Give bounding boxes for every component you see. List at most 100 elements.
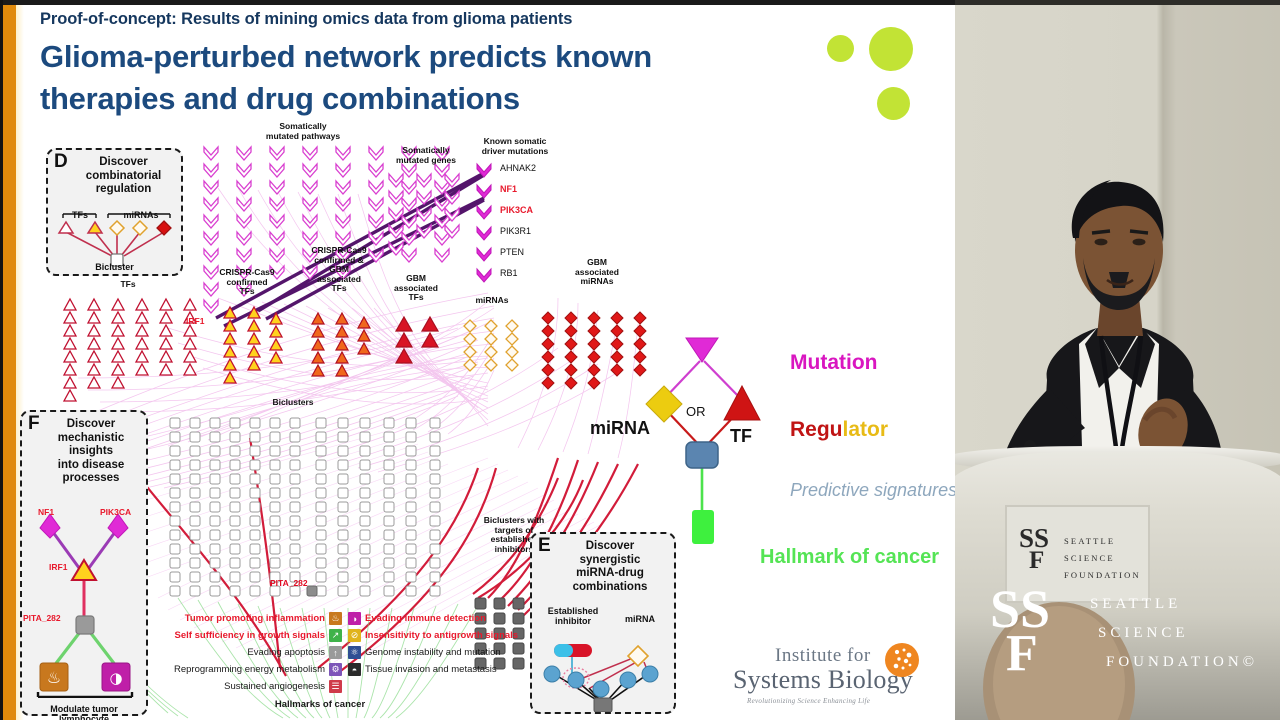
slide-accent-bar — [3, 5, 16, 720]
video-top-edge — [955, 0, 1280, 5]
driver-mutation-3: PIK3R1 — [500, 226, 532, 236]
panel-e-discover-synergistic-combinations: E Discover synergistic miRNA-drug combin… — [530, 532, 676, 714]
slide-left-edge — [0, 0, 3, 720]
panel-d-label-mirnas: miRNAs — [123, 210, 159, 220]
plaque-line2: SCIENCE — [1064, 553, 1115, 563]
driver-mutation-2: PIK3CA — [500, 205, 534, 215]
isb-logo-tagline: Revolutionizing Science Enhancing Life — [747, 697, 871, 705]
panel-f-node-pik3ca: PIK3CA — [100, 507, 132, 517]
driver-mutation-5: RB1 — [500, 268, 518, 278]
label-tfs: TFs — [120, 279, 136, 289]
label-crispr-confirmed-gbm-tfs: CRISPR-Cas9 confirmed & GBM associated T… — [311, 245, 367, 294]
watermark-line2: SCIENCE — [1098, 625, 1189, 641]
label-mirnas: miRNAs — [475, 295, 509, 305]
watermark-monogram-ss: SS — [990, 579, 1051, 639]
panel-e-label-mirna: miRNA — [624, 614, 655, 624]
legend-hallmark-label: Hallmark of cancer — [760, 546, 939, 568]
panel-f-discover-mechanistic-insights: F Discover mechanistic insights into dis… — [20, 410, 148, 720]
label-gbm-associated-tfs: GBM associated TFs — [394, 273, 438, 303]
legend-regulator-label: Regulator — [790, 418, 888, 442]
panel-f-bottom-label: Modulate tumor lymphocyte invasion — [50, 704, 118, 720]
hallmarks-legend: Tumor promoting inflammation ♨ Self suff… — [150, 610, 530, 710]
podium-plaque: SS F SEATTLE SCIENCE FOUNDATION — [1005, 505, 1150, 603]
label-known-somatic-driver-mutations: Known somatic driver mutations — [481, 136, 549, 156]
svg-text:♨: ♨ — [47, 668, 61, 687]
decorative-dot-small — [827, 35, 854, 62]
label-crispr-confirmed-tfs: CRISPR-Cas9 confirmed TFs — [219, 267, 275, 297]
genome-instability-icon: ⚛ — [348, 646, 361, 659]
panel-d-title: Discover combinatorial regulation — [85, 156, 162, 196]
seattle-science-foundation-watermark: SS F SEATTLE SCIENCE FOUNDATION© — [990, 579, 1280, 698]
panel-d-label-tfs: TFs — [71, 210, 88, 220]
plaque-monogram-f: F — [1029, 547, 1045, 574]
slide-accent-fade — [16, 5, 24, 720]
audience-head — [983, 602, 1135, 720]
hallmark-row: ◑ Evading immune detection — [348, 610, 530, 627]
panel-e-label-established-inhibitor: Established inhibitor — [547, 606, 599, 627]
metabolism-icon: ⚙ — [329, 663, 342, 676]
speaker-video[interactable]: SS F SEATTLE SCIENCE FOUNDATION SS F SEA… — [955, 0, 1280, 720]
panel-f-title: Discover mechanistic insights into disea… — [57, 418, 125, 485]
driver-mutation-0: AHNAK2 — [500, 163, 537, 173]
panel-f-node-nf1: NF1 — [38, 507, 55, 517]
hallmark-label-5: Evading immune detection — [365, 613, 486, 624]
isb-logo-line1: Institute for — [775, 645, 871, 666]
panel-f-letter: F — [28, 413, 40, 434]
panel-d-letter: D — [54, 151, 68, 172]
panel-d-discover-combinatorial-regulation: D Discover combinatorial regulation — [46, 148, 183, 276]
legend-regulator-part2: lator — [842, 418, 889, 441]
watermark-line3: FOUNDATION© — [1106, 654, 1259, 670]
plaque-line3: FOUNDATION — [1064, 570, 1141, 580]
title-line-1: Glioma-perturbed network predicts known — [40, 38, 652, 74]
angiogenesis-icon: ☰ — [329, 680, 342, 693]
isb-logo-line2: Systems Biology — [733, 665, 913, 694]
hallmark-row: ⊘ Insensitivity to antigrowth signals — [348, 627, 530, 644]
legend-regulator-part1: Regu — [790, 418, 843, 441]
isb-logo: Institute for Systems Biology Revolution… — [733, 643, 925, 713]
slide-header: Proof-of-concept: Results of mining omic… — [40, 10, 740, 119]
watermark-line1: SEATTLE — [1090, 596, 1182, 612]
hallmark-label-8: Tissue invasion and metastasis — [365, 664, 497, 675]
decorative-dot-medium — [877, 87, 910, 120]
decorative-dot-large — [869, 27, 913, 71]
label-biclusters-with-targets: Biclusters with targets of established i… — [483, 515, 545, 554]
panel-d-label-bicluster: Bicluster — [95, 262, 134, 272]
hallmark-row: Evading apoptosis ↑ — [150, 644, 342, 661]
hallmark-row: ⚛ Genome instability and mutation — [348, 644, 530, 661]
hallmark-row: Tumor promoting inflammation ♨ — [150, 610, 342, 627]
label-biclusters: Biclusters — [272, 397, 314, 407]
hallmark-row: Reprogramming energy metabolism ⚙ — [150, 661, 342, 678]
panel-f-diagram: ♨ ◑ — [36, 513, 134, 698]
panel-e-letter: E — [538, 535, 551, 556]
hallmark-row: Sustained angiogenesis ☰ — [150, 678, 342, 695]
hallmark-label-1: Self sufficiency in growth signals — [174, 630, 325, 641]
hallmark-row: Self sufficiency in growth signals ↗ — [150, 627, 342, 644]
panel-f-node-irf1: IRF1 — [49, 562, 68, 572]
hallmark-label-4: Sustained angiogenesis — [224, 681, 325, 692]
growth-arrow-icon: ↗ — [329, 629, 342, 642]
immune-icon: ◑ — [348, 612, 361, 625]
network-legend: OR miRNA TF Mutation Regulator Predictiv… — [590, 318, 955, 588]
label-somatically-mutated-genes: Somatically mutated genes — [396, 145, 456, 165]
apoptosis-icon: ↑ — [329, 646, 342, 659]
hallmarks-right-column: ◑ Evading immune detection ⊘ Insensitivi… — [348, 610, 530, 695]
label-somatically-mutated-pathways: Somatically mutated pathways — [265, 121, 341, 141]
antigrowth-icon: ⊘ — [348, 629, 361, 642]
panel-f-node-pita-282: PITA_282 — [23, 613, 61, 623]
plaque-text: SEATTLE SCIENCE FOUNDATION — [1064, 533, 1141, 584]
watermark-monogram-f: F — [1006, 625, 1038, 682]
legend-tf-label: TF — [730, 426, 752, 446]
figure-panel-c: Somatically mutated pathways Somatically… — [18, 121, 953, 720]
flame-icon: ♨ — [329, 612, 342, 625]
hallmark-label-2: Evading apoptosis — [247, 647, 325, 658]
svg-text:◑: ◑ — [109, 669, 122, 687]
legend-mirna-label: miRNA — [590, 418, 651, 438]
legend-predictive-signatures-label: Predictive signatures — [790, 480, 955, 500]
hallmark-row: ◓ Tissue invasion and metastasis — [348, 661, 530, 678]
plaque-line1: SEATTLE — [1064, 536, 1116, 546]
panel-d-diagram — [57, 213, 172, 267]
hallmarks-left-column: Tumor promoting inflammation ♨ Self suff… — [150, 610, 342, 695]
label-gbm-associated-mirnas: GBM associated miRNAs — [575, 257, 619, 287]
legend-mutation-label: Mutation — [790, 351, 878, 374]
hallmark-label-7: Genome instability and mutation — [365, 647, 501, 658]
